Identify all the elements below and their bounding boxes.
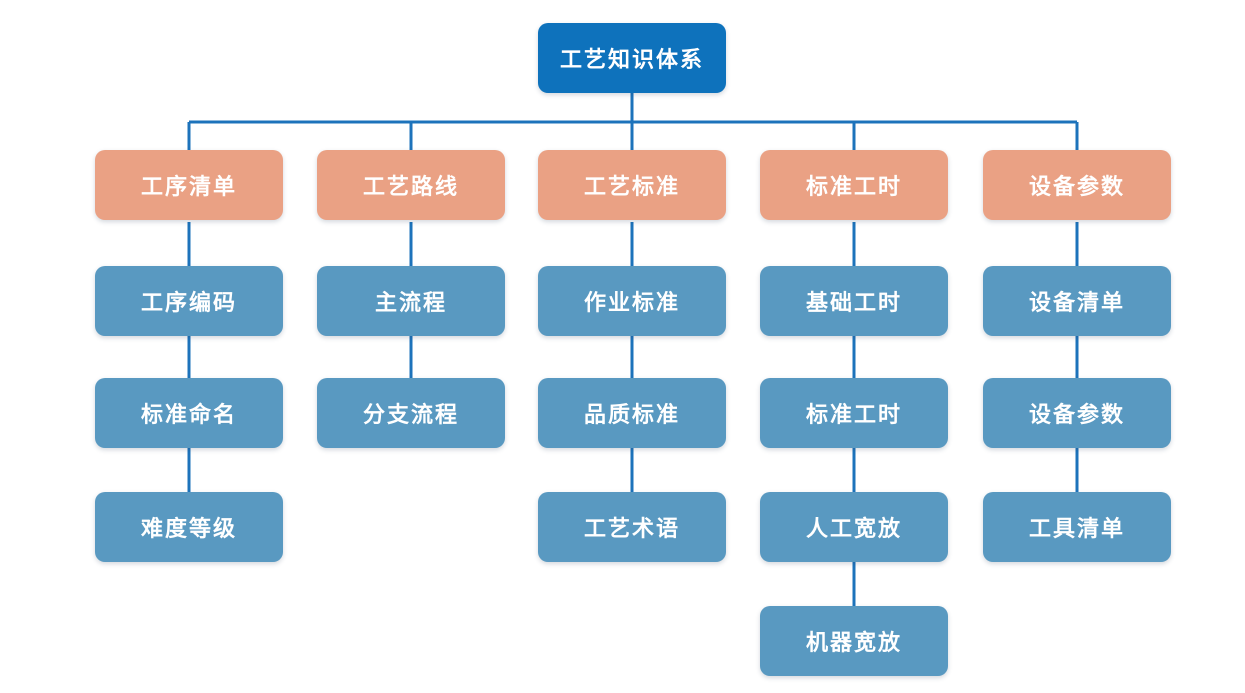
root-bus-connector (187, 93, 1079, 150)
node-branch-process-route: 工艺路线 (317, 150, 505, 220)
node-child-equipment-parameters: 设备参数 (983, 378, 1171, 448)
node-child-manual-allowance: 人工宽放 (760, 492, 948, 562)
node-branch-process-list: 工序清单 (95, 150, 283, 220)
node-branch-standard-hours: 标准工时 (760, 150, 948, 220)
node-child-difficulty-level: 难度等级 (95, 492, 283, 562)
node-child-quality-standard: 品质标准 (538, 378, 726, 448)
node-child-standard-hours: 标准工时 (760, 378, 948, 448)
node-child-main-flow: 主流程 (317, 266, 505, 336)
node-child-tool-list: 工具清单 (983, 492, 1171, 562)
node-child-standard-naming: 标准命名 (95, 378, 283, 448)
node-child-process-code: 工序编码 (95, 266, 283, 336)
node-child-process-terms: 工艺术语 (538, 492, 726, 562)
node-child-branch-flow: 分支流程 (317, 378, 505, 448)
node-child-operation-standard: 作业标准 (538, 266, 726, 336)
node-child-machine-allowance: 机器宽放 (760, 606, 948, 676)
node-child-basic-hours: 基础工时 (760, 266, 948, 336)
node-child-equipment-list: 设备清单 (983, 266, 1171, 336)
node-root-process-knowledge-system: 工艺知识体系 (538, 23, 726, 93)
node-branch-equipment-params: 设备参数 (983, 150, 1171, 220)
node-branch-process-standard: 工艺标准 (538, 150, 726, 220)
